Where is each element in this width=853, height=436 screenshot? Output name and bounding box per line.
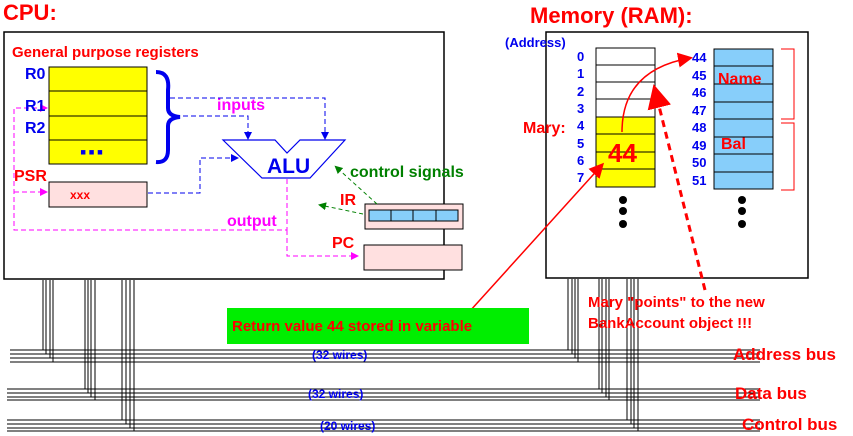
register-r0-label: R0 xyxy=(25,66,46,83)
register-r2-label: R2 xyxy=(25,120,46,137)
bus-wires xyxy=(7,279,760,432)
bal-field-bracket xyxy=(781,122,795,191)
memory-column-right xyxy=(713,48,774,190)
ir-register xyxy=(364,203,464,230)
points-callout-line1: Mary "points" to the new xyxy=(588,294,765,311)
left-address-7: 7 xyxy=(577,170,585,186)
pc-box xyxy=(363,244,463,271)
right-address-44: 44 xyxy=(692,50,707,65)
address-header: (Address) xyxy=(505,35,566,50)
register-brace xyxy=(155,70,181,165)
data-bus-label: Data bus xyxy=(735,384,807,403)
ellipsis-dots-left xyxy=(619,196,627,228)
data-bus-wires: (32 wires) xyxy=(308,387,364,401)
right-address-48: 48 xyxy=(692,120,707,135)
right-address-45: 45 xyxy=(692,67,707,83)
left-address-0: 0 xyxy=(577,49,585,64)
alu-label: ALU xyxy=(267,155,311,178)
variable-mary-label: Mary: xyxy=(523,120,566,137)
output-label: output xyxy=(227,213,277,230)
psr-label: PSR xyxy=(14,168,47,185)
address-bus-label: Address bus xyxy=(733,345,836,364)
left-address-5: 5 xyxy=(577,135,585,151)
left-address-2: 2 xyxy=(577,83,585,99)
right-address-50: 50 xyxy=(692,155,707,170)
left-address-4: 4 xyxy=(577,118,585,134)
return-value-text: Return value 44 stored in variable xyxy=(232,318,473,335)
return-value-arrow xyxy=(459,162,605,323)
output-lines xyxy=(13,104,359,260)
psr-box xyxy=(48,181,148,208)
control-signal-lines xyxy=(318,165,378,215)
inputs-lines xyxy=(148,97,329,194)
memory-title: Memory (RAM): xyxy=(530,3,693,28)
address-bus-wires: (32 wires) xyxy=(312,348,368,362)
ram-box xyxy=(545,31,809,279)
pointer-arrow-dashed xyxy=(647,84,707,291)
cpu-title: CPU: xyxy=(3,0,57,25)
left-address-3: 3 xyxy=(577,100,585,116)
right-address-46: 46 xyxy=(692,85,707,100)
control-bus-wires: (20 wires) xyxy=(320,419,376,433)
register-file xyxy=(48,66,148,165)
control-bus-label: Control bus xyxy=(742,415,838,434)
points-callout-line2: BankAccount object !!! xyxy=(588,315,753,332)
ellipsis-dots-right xyxy=(738,196,746,228)
psr-value: xxx xyxy=(70,188,91,202)
pc-label: PC xyxy=(332,235,355,252)
alu-shape xyxy=(221,139,347,179)
left-address-1: 1 xyxy=(577,66,585,82)
ir-label: IR xyxy=(340,192,356,209)
right-address-47: 47 xyxy=(692,102,707,118)
registers-title: General purpose registers xyxy=(12,44,199,61)
variable-value: 44 xyxy=(608,138,637,168)
pointer-arrow-mary-to-object xyxy=(621,52,693,133)
cpu-box xyxy=(3,31,445,280)
inputs-label: inputs xyxy=(217,97,265,114)
left-address-6: 6 xyxy=(577,152,585,168)
field-name-label: Name xyxy=(718,71,762,88)
return-value-callout: Return value 44 stored in variable xyxy=(227,308,529,344)
right-address-49: 49 xyxy=(692,137,707,153)
registers-more: ▪▪▪ xyxy=(80,142,106,162)
right-address-51: 51 xyxy=(692,172,707,188)
register-r1-label: R1 xyxy=(25,98,46,115)
field-bal-label: Bal xyxy=(721,136,746,153)
control-signals-label: control signals xyxy=(350,164,464,181)
name-field-bracket xyxy=(781,48,795,120)
